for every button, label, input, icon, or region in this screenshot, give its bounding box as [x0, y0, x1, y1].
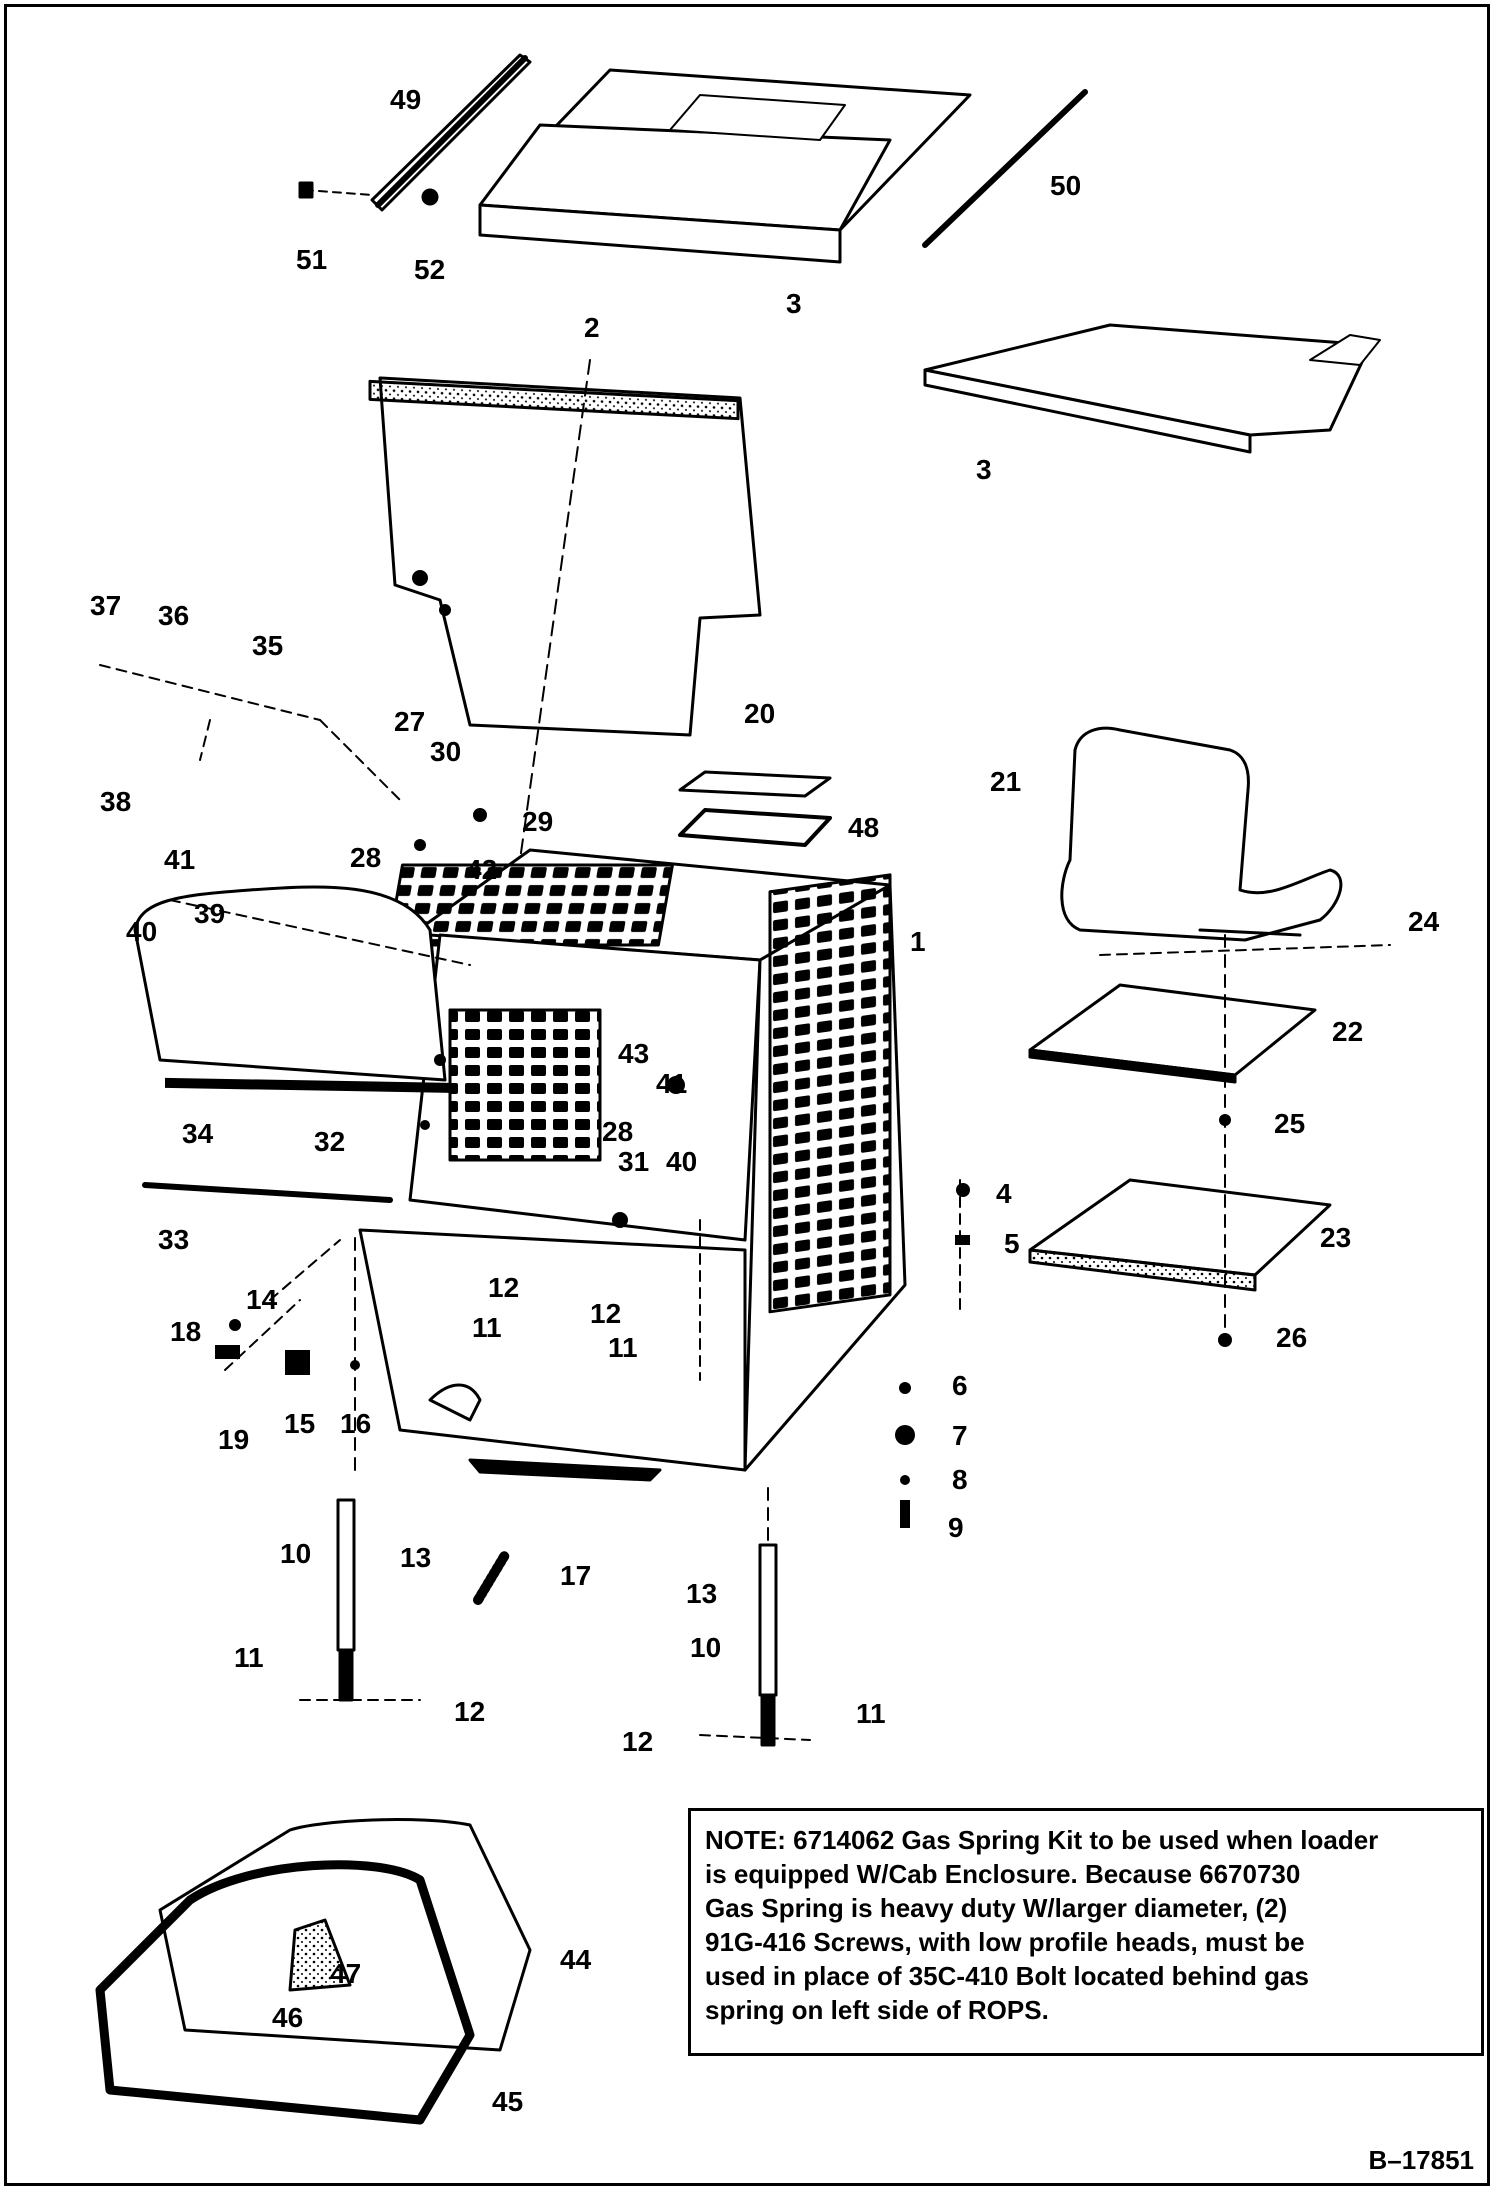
callout-32: 32 — [314, 1126, 346, 1157]
callout-35: 35 — [252, 630, 284, 661]
callout-31: 31 — [618, 1146, 650, 1177]
callout-29: 29 — [522, 806, 554, 837]
callout-34: 34 — [182, 1118, 214, 1149]
back-panel-2 — [368, 359, 762, 861]
callout-10-left: 10 — [280, 1538, 312, 1569]
trim-strip-50 — [922, 89, 1088, 248]
callout-44: 44 — [560, 1944, 592, 1975]
callout-40-upper: 40 — [126, 916, 158, 947]
callout-41-upper: 41 — [164, 844, 196, 875]
callout-50: 50 — [1050, 170, 1082, 201]
callout-14: 14 — [246, 1284, 278, 1315]
seat-mount-pad-23 — [1028, 934, 1332, 1341]
door-seal-45 — [95, 1860, 475, 2125]
callout-28-lower: 28 — [602, 1116, 634, 1147]
spring-17 — [473, 1550, 510, 1605]
callout-21: 21 — [990, 766, 1022, 797]
page-border — [4, 4, 1490, 2186]
callout-48: 48 — [848, 812, 880, 843]
callout-16: 16 — [340, 1408, 372, 1439]
callout-33: 33 — [158, 1224, 190, 1255]
callout-12-d: 12 — [622, 1726, 654, 1757]
callout-36: 36 — [158, 600, 190, 631]
note-line: spring on left side of ROPS. — [705, 1995, 1049, 2025]
callout-39: 39 — [194, 898, 226, 929]
callout-4: 4 — [996, 1178, 1012, 1209]
note-line: is equipped W/Cab Enclosure. Because 667… — [705, 1859, 1301, 1889]
note-line: NOTE: 6714062 Gas Spring Kit to be used … — [705, 1825, 1379, 1855]
rops-frame-1 — [358, 848, 907, 1482]
callout-19: 19 — [218, 1424, 250, 1455]
headliner-panel-lower — [923, 323, 1381, 454]
callout-49: 49 — [390, 84, 422, 115]
callout-11-b: 11 — [608, 1332, 638, 1363]
door-window-34 — [133, 885, 450, 1093]
callout-11-a: 11 — [472, 1312, 502, 1343]
callout-41-lower: 41 — [656, 1068, 688, 1099]
callout-2: 2 — [584, 312, 600, 343]
callout-37: 37 — [90, 590, 122, 621]
hardware-fasteners — [215, 570, 1232, 1528]
callout-42: 42 — [466, 854, 498, 885]
callout-43: 43 — [618, 1038, 650, 1069]
callout-12-c: 12 — [454, 1696, 486, 1727]
headliner-panel-top — [478, 68, 972, 264]
drawing-number: B–17851 — [1368, 2145, 1474, 2175]
callout-22: 22 — [1332, 1016, 1364, 1047]
callout-46: 46 — [272, 2002, 304, 2033]
filter-20-48 — [678, 770, 832, 847]
callout-28-upper: 28 — [350, 842, 382, 873]
callout-12-b: 12 — [590, 1298, 622, 1329]
callout-1: 1 — [910, 926, 926, 957]
note-box: NOTE: 6714062 Gas Spring Kit to be used … — [688, 1808, 1484, 2056]
note-line: Gas Spring is heavy duty W/larger diamet… — [705, 1893, 1288, 1923]
leader-lines — [99, 664, 1391, 1741]
callout-7: 7 — [952, 1420, 968, 1451]
callout-5: 5 — [1004, 1228, 1020, 1259]
callout-3-lower: 3 — [976, 454, 992, 485]
callout-38: 38 — [100, 786, 132, 817]
callout-10-right: 10 — [690, 1632, 722, 1663]
callout-13-left: 13 — [400, 1542, 432, 1573]
callout-52: 52 — [414, 254, 446, 285]
callout-11-d: 11 — [856, 1698, 886, 1729]
note-line: 91G-416 Screws, with low profile heads, … — [705, 1927, 1305, 1957]
callout-23: 23 — [1320, 1222, 1352, 1253]
callout-40-lower: 40 — [666, 1146, 698, 1177]
callout-9: 9 — [948, 1512, 964, 1543]
callout-17: 17 — [560, 1560, 592, 1591]
callout-15: 15 — [284, 1408, 316, 1439]
rod-33 — [142, 1182, 393, 1203]
callout-27: 27 — [394, 706, 426, 737]
note-line: used in place of 35C-410 Bolt located be… — [705, 1961, 1309, 1991]
callout-47: 47 — [330, 1958, 362, 1989]
callout-8: 8 — [952, 1464, 968, 1495]
gas-spring-10-right — [758, 1479, 778, 1747]
callout-11-c: 11 — [234, 1642, 264, 1673]
callout-30: 30 — [430, 736, 462, 767]
callout-18: 18 — [170, 1316, 202, 1347]
gas-spring-10-left — [336, 1229, 356, 1702]
callout-12-a: 12 — [488, 1272, 520, 1303]
callout-51: 51 — [296, 244, 328, 275]
cab-door-glass-44 — [158, 1818, 532, 2052]
trim-strip-49 — [298, 53, 532, 212]
callout-13-right: 13 — [686, 1578, 718, 1609]
callout-25: 25 — [1274, 1108, 1306, 1139]
seat-21 — [1060, 726, 1343, 942]
callout-45: 45 — [492, 2086, 524, 2117]
callout-26: 26 — [1276, 1322, 1308, 1353]
callout-20: 20 — [744, 698, 776, 729]
callout-6: 6 — [952, 1370, 968, 1401]
callout-24: 24 — [1408, 906, 1440, 937]
seat-mount-plate-22 — [1028, 983, 1317, 1084]
callout-3-top: 3 — [786, 288, 802, 319]
